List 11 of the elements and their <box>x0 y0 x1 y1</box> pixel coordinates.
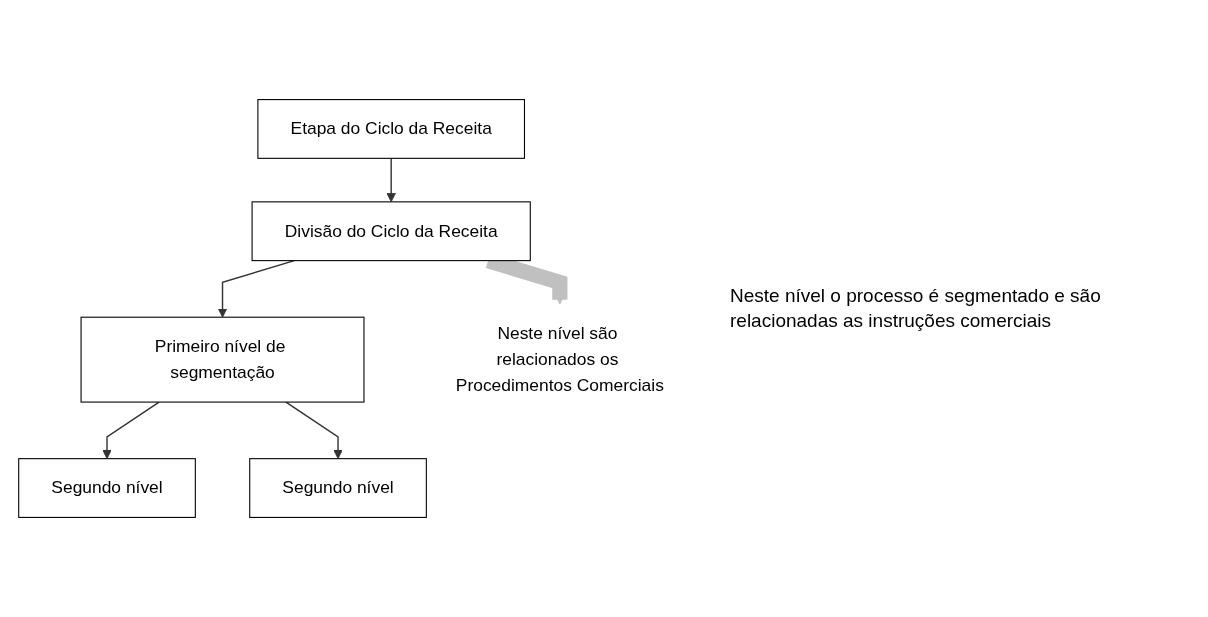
node-box: Primeiro nível de segmentação <box>80 316 365 403</box>
arrow <box>102 401 160 460</box>
node-box: Segundo nível <box>18 458 196 518</box>
node-text: Neste nível são relacionados os Procedimentos Comerciais <box>455 323 664 395</box>
arrow <box>386 157 396 203</box>
arrow <box>217 259 295 318</box>
note-text: Neste nível o processo é segmentado e são relacionadas as instruções comerciais <box>730 283 1102 333</box>
node-box: Divisão do Ciclo da Receita <box>251 201 531 262</box>
arrow <box>285 401 343 460</box>
node-box: Etapa do Ciclo da Receita <box>257 99 526 159</box>
node-box: Segundo nível <box>249 458 427 518</box>
